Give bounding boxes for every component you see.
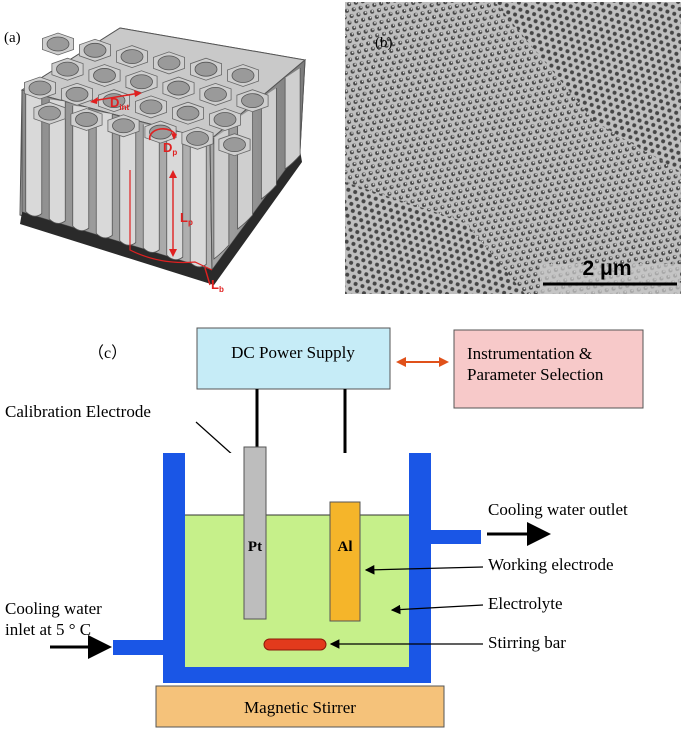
pore-hole [28, 80, 52, 96]
dc-power-supply-label: DC Power Supply [231, 343, 355, 362]
stirring-bar-label: Stirring bar [488, 633, 566, 652]
instrumentation-label-line1: Instrumentation & [467, 344, 592, 363]
pore-hole [167, 80, 190, 96]
calibration-electrode-label: Calibration Electrode [5, 402, 151, 421]
scale-bar-background [540, 264, 680, 294]
cooling-outlet-label: Cooling water outlet [488, 500, 628, 519]
cooling-inlet-label-line2: inlet at 5 ° C [5, 620, 91, 639]
pore-hole [223, 137, 246, 153]
pore-channel [119, 118, 137, 246]
pore-channel [284, 68, 301, 170]
pt-electrode [243, 446, 267, 620]
dimension-d-p: Dp [148, 127, 177, 157]
panel-c-label: （c） [88, 344, 127, 362]
instrumentation-box [453, 329, 644, 409]
electrolyte-pointer [390, 604, 484, 615]
pore-channel [213, 128, 230, 260]
double-arrow [396, 357, 449, 367]
magnetic-stirrer-label: Magnetic Stirrer [244, 698, 356, 717]
pore-hole [157, 55, 181, 71]
pore-hole [186, 130, 209, 146]
pore-block-illustration: (a) Dint Dp [4, 27, 307, 294]
pt-label: Pt [248, 539, 262, 555]
pore-hole [112, 118, 135, 134]
dimension-d-int: Dint [90, 90, 142, 112]
pore-hole [120, 49, 144, 64]
panel-c-anodization-setup: （c） DC Power Supply Instrumentation & Pa… [0, 325, 685, 731]
pore-hole [213, 112, 237, 127]
svg-text:Dint: Dint [110, 95, 130, 112]
pore-hole [83, 42, 107, 58]
setup-diagram: （c） DC Power Supply Instrumentation & Pa… [5, 327, 644, 728]
pore-hole [38, 105, 61, 121]
sem-image: (b) 2 μm [345, 2, 681, 294]
barrier-layer [20, 150, 302, 285]
pore-hole [176, 105, 200, 121]
pore-channel [260, 88, 277, 200]
stirring-bar [263, 638, 327, 651]
pore-channels-right [213, 68, 301, 260]
pore-openings [23, 32, 269, 157]
scale-bar-label: 2 μm [582, 257, 631, 280]
dc-power-supply-box [196, 327, 391, 390]
pore-channel [142, 124, 160, 253]
panel-b-label: (b) [375, 35, 393, 51]
magnetic-stirrer-box [155, 685, 445, 728]
panel-b-sem-micrograph: (b) 2 μm [345, 2, 681, 294]
pore-array-domain-3 [345, 182, 525, 294]
pore-channel [25, 93, 43, 217]
svg-text:Lp: Lp [180, 210, 193, 227]
svg-text:Dp: Dp [163, 140, 177, 157]
inlet-pipe [113, 640, 163, 655]
pore-hole [204, 86, 227, 102]
pore-channels-left [25, 93, 207, 268]
working-electrode-pointer [364, 564, 484, 575]
dimension-l-b: Lb [204, 267, 224, 294]
pore-array-domain-2 [495, 2, 681, 172]
pore-channel [237, 108, 254, 230]
pore-hole [194, 61, 218, 77]
svg-text:Lb: Lb [211, 277, 224, 294]
pore-hole [65, 86, 89, 102]
pore-channel [166, 130, 184, 261]
pore-hole [139, 99, 163, 115]
dimension-l-p: Lp [129, 170, 213, 271]
pore-hole [46, 36, 70, 52]
pore-channel [48, 99, 66, 224]
pore-channel [189, 136, 207, 268]
cooling-inlet-label-line1: Cooling water [5, 599, 102, 618]
al-label: Al [338, 539, 353, 555]
pore-hole [231, 68, 255, 83]
pore-channel [72, 105, 90, 232]
al-electrode [329, 501, 361, 622]
instrumentation-label-line2: Parameter Selection [467, 365, 604, 384]
pore-hole [130, 74, 153, 90]
pore-hole [75, 112, 98, 127]
pore-channel [95, 111, 113, 239]
pore-hole [93, 68, 116, 83]
pore-hole [56, 61, 79, 77]
panel-a-pore-schematic: (a) Dint Dp [0, 0, 340, 300]
working-electrode-label: Working electrode [488, 555, 614, 574]
pore-hole [241, 93, 264, 109]
panel-a-label: (a) [4, 30, 21, 46]
electrolyte-label: Electrolyte [488, 594, 563, 613]
outlet-pipe [431, 530, 481, 544]
